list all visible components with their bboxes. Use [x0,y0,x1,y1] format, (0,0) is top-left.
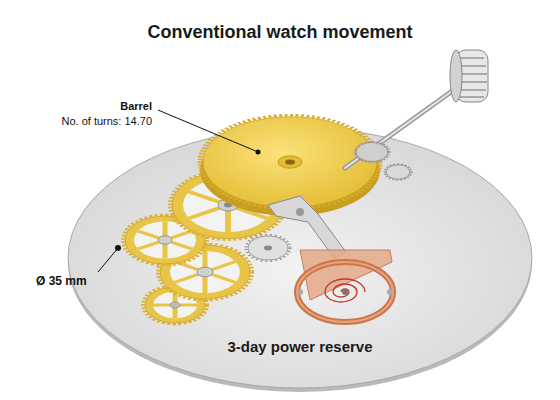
part-spec: No. of turns: 14.70 [62,115,153,127]
part-name: Barrel [120,100,152,112]
dimension-label: Ø 35 mm [36,274,87,288]
diagram-title: Conventional watch movement [0,22,560,43]
caption-text: 3-day power reserve [180,338,420,355]
